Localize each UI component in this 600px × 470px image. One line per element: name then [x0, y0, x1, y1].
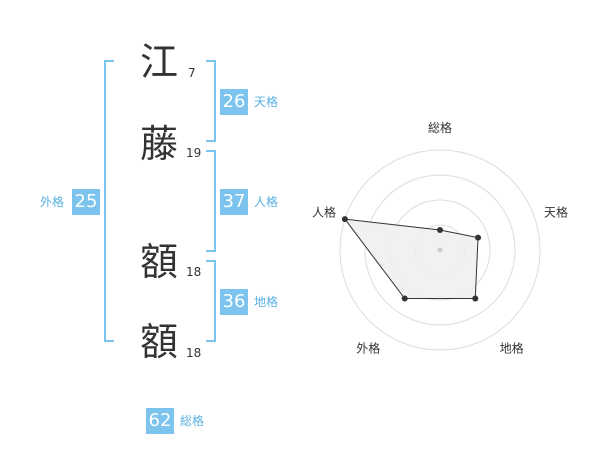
chikaku-label: 地格 — [254, 295, 279, 309]
radar-point-2 — [475, 234, 482, 241]
gaikaku-badge: 25 — [72, 189, 100, 215]
stroke-count-1: 7 — [188, 66, 196, 80]
radar-area — [343, 218, 479, 300]
stroke-count-2: 19 — [186, 146, 202, 160]
soukaku-label: 総格 — [180, 414, 205, 428]
gaikaku-bracket — [104, 60, 114, 342]
jinkaku-badge: 37 — [220, 189, 248, 215]
name-char-4: 額 — [140, 320, 179, 364]
radar-axis-label: 地格 — [500, 341, 524, 356]
tenkaku-bracket — [206, 60, 216, 142]
name-char-1: 江 — [140, 40, 179, 84]
name-char-3: 額 — [140, 240, 179, 284]
radar-axis-label: 外格 — [356, 341, 380, 356]
radar-point-4 — [401, 295, 408, 302]
radar-center — [437, 247, 443, 253]
radar-axis-label: 天格 — [544, 204, 568, 219]
radar-point-3 — [472, 295, 479, 302]
gaikaku-label: 外格 — [40, 195, 65, 209]
radar-point-5 — [341, 216, 348, 223]
radar-axis-label: 人格 — [312, 204, 336, 219]
stroke-count-3: 18 — [186, 265, 202, 279]
radar-grid-ring — [364, 174, 516, 326]
jinkaku-label: 人格 — [254, 195, 279, 209]
radar-grid-ring — [339, 149, 541, 351]
radar-axis-label: 総格 — [428, 120, 452, 135]
tenkaku-label: 天格 — [254, 95, 279, 109]
stroke-count-4: 18 — [186, 346, 202, 360]
radar-point-1 — [437, 227, 443, 233]
chikaku-bracket — [206, 260, 216, 342]
tenkaku-badge: 26 — [220, 89, 248, 115]
soukaku-badge: 62 — [146, 408, 174, 434]
chikaku-badge: 36 — [220, 289, 248, 315]
name-char-2: 藤 — [140, 122, 179, 166]
jinkaku-bracket — [206, 150, 216, 252]
